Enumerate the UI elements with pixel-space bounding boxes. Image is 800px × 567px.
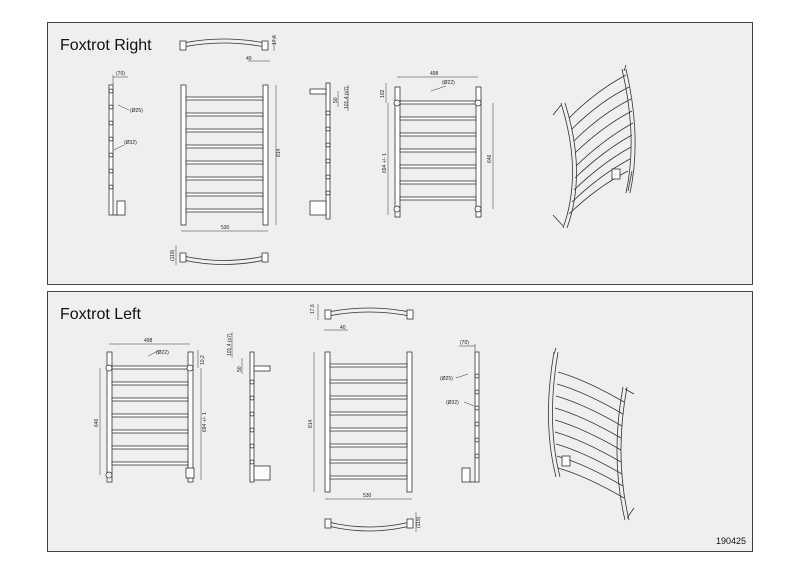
dim-label: 40 [246, 56, 252, 62]
dim-label: (70) [116, 71, 125, 77]
dim-label: 498 [430, 71, 439, 77]
dim-label: 530 [363, 493, 372, 499]
bottom-view: (119) [170, 245, 269, 265]
dim-label: 646 [487, 154, 493, 163]
dim-label: (Ø32) [446, 400, 459, 406]
foxtrot-left-drawing: 498 (Ø22) 10,2 646 694 +/- 1 [94, 304, 635, 532]
dim-label: (Ø25) [130, 108, 143, 114]
front-dimension-view: 498 (Ø22) 10,2 646 694 +/- 1 [94, 338, 208, 483]
side-view: (70) (Ø25) (Ø32) [440, 340, 480, 483]
side-detail-view: 101,4 (x7) 50 [227, 332, 271, 483]
dim-label: 694 +/- 1 [202, 412, 208, 432]
dim-label: 10,2 [200, 355, 206, 365]
perspective-view [548, 347, 635, 521]
front-view: 814 530 [180, 84, 282, 232]
dim-label: 814 [308, 419, 314, 428]
side-view: (70) (Ø25) (Ø32) [108, 71, 143, 216]
dim-label: (119) [170, 249, 176, 261]
dim-label: (70) [460, 340, 469, 346]
dim-label: 50 [333, 97, 339, 103]
dim-label: 530 [221, 225, 230, 231]
bottom-view: (119) [324, 512, 422, 532]
dim-label: 102 [380, 89, 386, 98]
dim-label: 498 [144, 338, 153, 344]
perspective-view [552, 64, 636, 229]
dim-label: (Ø22) [156, 350, 169, 356]
panel-title: Foxtrot Left [60, 306, 141, 323]
dim-label: 17,6 [272, 35, 278, 45]
dim-label: 50 [237, 366, 243, 372]
panel-title: Foxtrot Right [60, 37, 152, 54]
top-view: 40 17,6 [179, 35, 278, 62]
dim-label: 101,4 (x7) [344, 86, 350, 109]
front-view: 814 530 [308, 351, 413, 500]
dim-label: 814 [276, 148, 282, 157]
dim-label: 17,6 [310, 304, 316, 314]
dim-label: 646 [94, 418, 100, 427]
dim-label: 40 [340, 325, 346, 331]
panel-foxtrot-left: Foxtrot Left 498 (Ø2 [47, 291, 753, 552]
side-detail-view: 101,4 (x7) 50 [309, 82, 350, 220]
dim-label: 694 +/- 1 [382, 153, 388, 173]
dim-label: (Ø32) [124, 140, 137, 146]
dim-label: (Ø22) [442, 80, 455, 86]
foxtrot-right-drawing: (70) (Ø25) (Ø32) 40 17,6 [108, 35, 636, 265]
top-view: 17,6 40 [310, 304, 414, 331]
dim-label: 101,4 (x7) [227, 333, 233, 356]
dim-label: (119) [416, 516, 422, 528]
dim-label: (Ø25) [440, 376, 453, 382]
panel-foxtrot-right: Foxtrot Right (70) (Ø25) (Ø32) [47, 22, 753, 285]
drawing-reference-code: 190425 [715, 536, 746, 546]
front-dimension-view: 498 (Ø22) 102 694 +/- 1 646 [380, 71, 494, 218]
